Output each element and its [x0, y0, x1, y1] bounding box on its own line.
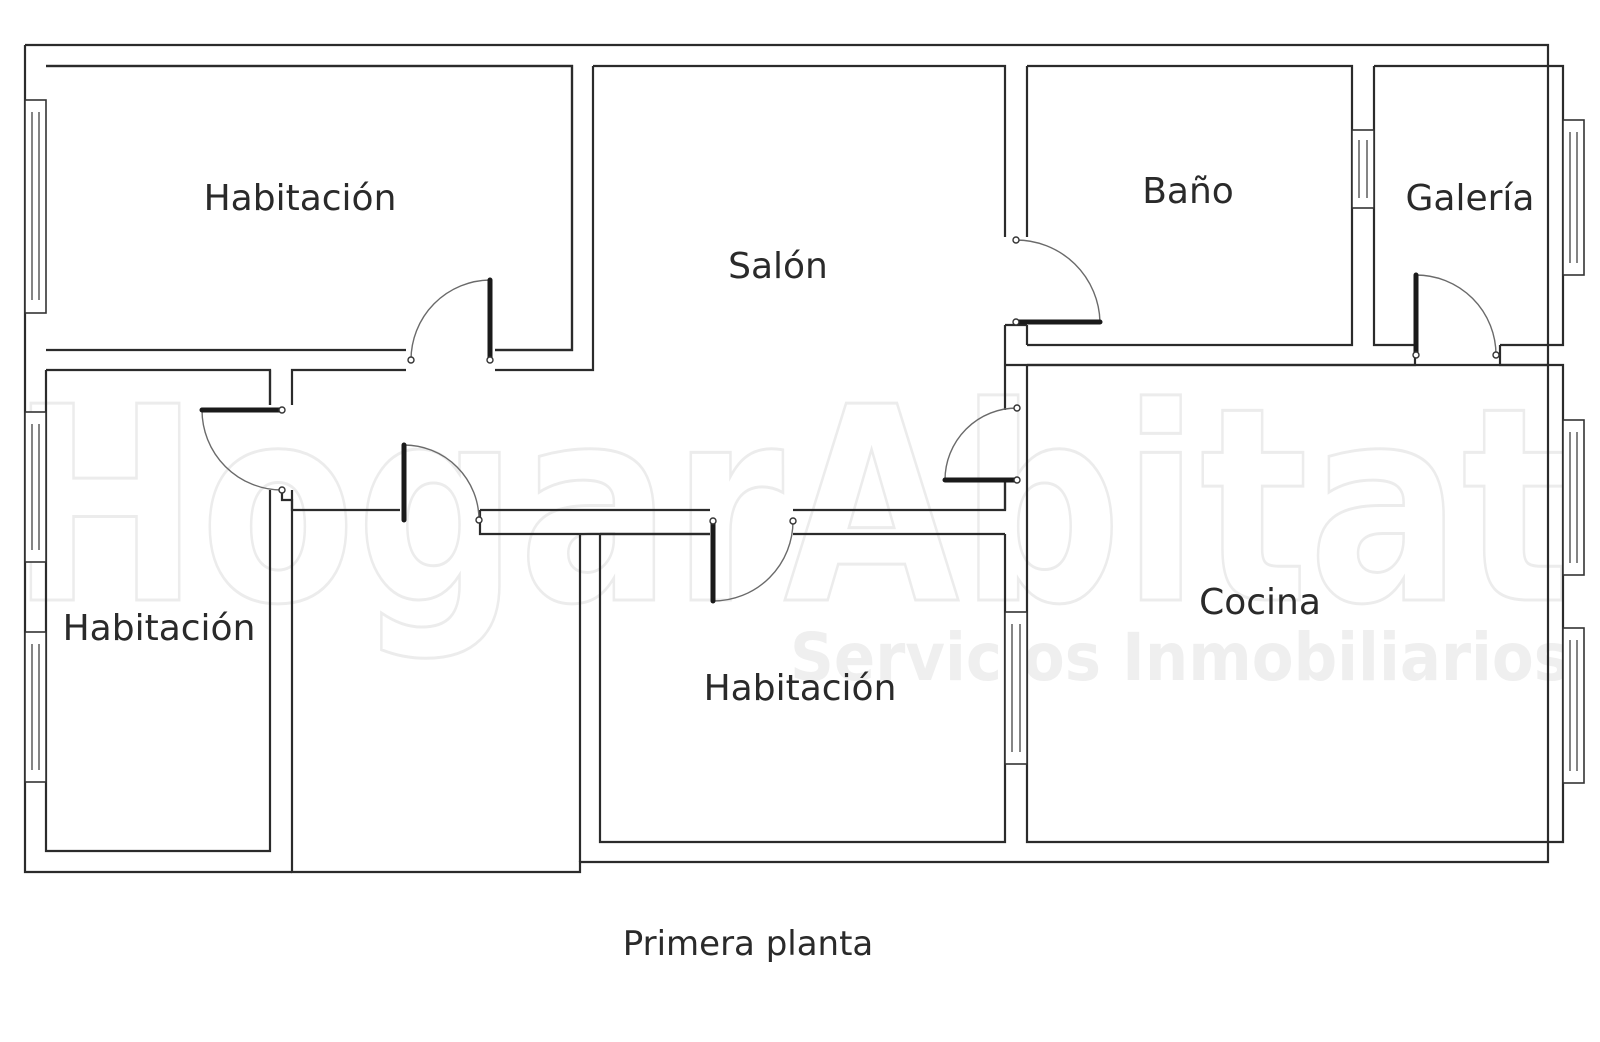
window-cocina-lower	[1562, 627, 1585, 784]
door-habitacion-1	[407, 277, 494, 364]
habitacion-1-walls-path	[46, 64, 574, 352]
room-label-bano: Baño	[1142, 171, 1234, 212]
room-label-habitacion-2: Habitación	[63, 608, 256, 649]
window-habitacion-3	[1004, 611, 1028, 765]
door-galeria	[1412, 272, 1500, 359]
plan-caption: Primera planta	[623, 924, 874, 964]
window-cocina-upper	[1562, 419, 1585, 576]
window-habitacion-1	[24, 99, 47, 314]
corridor-lower-wall	[290, 478, 1007, 536]
door-habitacion-2	[199, 406, 286, 494]
room-label-habitacion-1: Habitación	[204, 178, 397, 219]
outer-walls	[23, 43, 1550, 874]
window-bano	[1351, 129, 1375, 209]
room-label-cocina: Cocina	[1199, 582, 1321, 623]
room-label-salon: Salón	[728, 246, 828, 287]
door-habitacion-3	[709, 517, 797, 604]
watermark-tagline: Servicios Inmobiliarios	[790, 619, 1570, 696]
room-label-habitacion-3: Habitación	[704, 668, 897, 709]
window-galeria	[1562, 119, 1585, 276]
door-cocina	[942, 404, 1021, 484]
window-habitacion-2-lower	[24, 631, 47, 783]
window-habitacion-2-upper	[24, 411, 47, 563]
habitacion-2-walls	[44, 370, 272, 853]
room-label-galeria: Galería	[1406, 178, 1535, 219]
door-corridor	[401, 442, 483, 524]
door-bano	[1012, 236, 1103, 326]
